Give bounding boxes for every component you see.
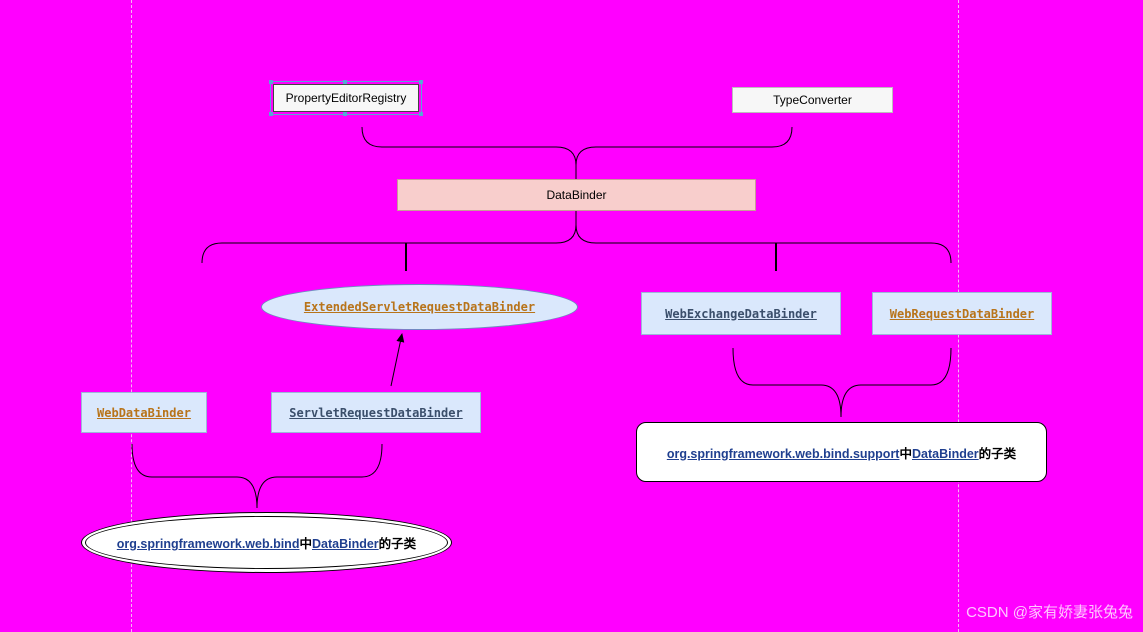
support-package-class: DataBinder (911, 446, 979, 461)
selection-handle[interactable] (419, 112, 423, 116)
type-converter-node[interactable]: TypeConverter (732, 87, 893, 113)
brace-interfaces (361, 126, 793, 166)
support-package-suffix: 的子类 (978, 446, 1017, 461)
bind-package-name: org.springframework.web.bind (116, 537, 300, 551)
servlet-request-data-binder-node[interactable]: ServletRequestDataBinder (271, 392, 481, 433)
servlet-request-data-binder-label: ServletRequestDataBinder (289, 405, 463, 420)
brace-subclasses (201, 224, 952, 264)
support-package-text: org.springframework.web.bind.support中Dat… (667, 443, 1016, 462)
web-request-data-binder-label: WebRequestDataBinder (889, 306, 1035, 321)
selection-handle[interactable] (419, 80, 423, 84)
support-package-middle: 中 (899, 446, 912, 461)
extended-servlet-request-data-binder-node[interactable]: ExtendedServletRequestDataBinder (261, 284, 578, 330)
bind-package-note[interactable]: org.springframework.web.bind中DataBinder的… (81, 512, 452, 573)
selection-handle[interactable] (269, 112, 273, 116)
page-guide-left (131, 0, 132, 632)
inheritance-arrow (390, 333, 405, 387)
bind-package-class: DataBinder (311, 537, 379, 551)
bind-package-text: org.springframework.web.bind中DataBinder的… (117, 533, 416, 552)
brace-support-package (732, 347, 952, 418)
web-data-binder-node[interactable]: WebDataBinder (81, 392, 207, 433)
web-exchange-data-binder-label: WebExchangeDataBinder (665, 306, 817, 321)
selection-handle[interactable] (269, 80, 273, 84)
web-data-binder-label: WebDataBinder (97, 405, 191, 420)
selection-handle[interactable] (343, 80, 347, 84)
selection-handle[interactable] (343, 112, 347, 116)
web-request-data-binder-node[interactable]: WebRequestDataBinder (872, 292, 1052, 335)
bind-package-inner-ring (85, 516, 448, 569)
csdn-watermark: CSDN @家有娇妻张兔兔 (966, 604, 1133, 621)
bind-package-suffix: 的子类 (378, 537, 417, 551)
data-binder-node[interactable]: DataBinder (397, 179, 756, 211)
property-editor-registry-label: PropertyEditorRegistry (285, 91, 407, 105)
data-binder-label: DataBinder (546, 188, 607, 202)
support-package-note[interactable]: org.springframework.web.bind.support中Dat… (636, 422, 1047, 482)
web-exchange-data-binder-node[interactable]: WebExchangeDataBinder (641, 292, 841, 335)
property-editor-registry-node[interactable]: PropertyEditorRegistry (270, 81, 422, 115)
support-package-name: org.springframework.web.bind.support (666, 446, 900, 461)
brace-bind-package (131, 443, 383, 509)
extended-servlet-request-data-binder-label: ExtendedServletRequestDataBinder (303, 300, 536, 314)
bind-package-middle: 中 (299, 537, 312, 551)
type-converter-label: TypeConverter (773, 93, 852, 107)
